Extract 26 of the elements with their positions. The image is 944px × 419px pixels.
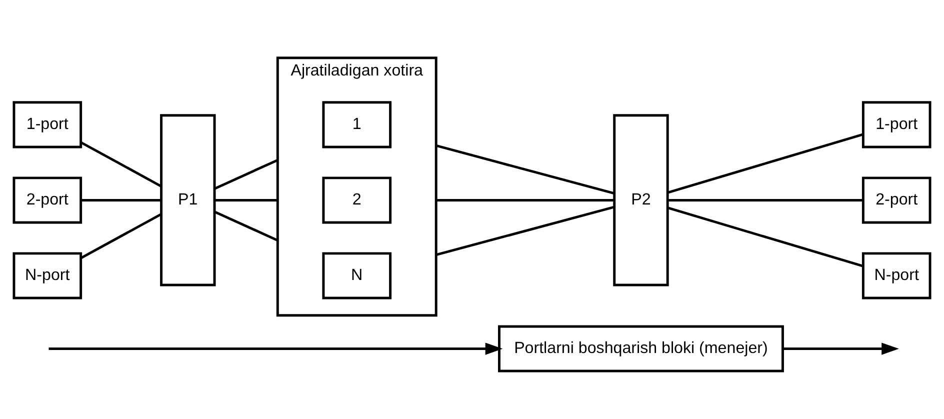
connector xyxy=(668,133,864,194)
connector xyxy=(668,206,864,268)
connector xyxy=(80,213,162,260)
connector xyxy=(668,198,863,202)
connector xyxy=(436,144,614,195)
node-box: N-port xyxy=(12,252,82,300)
node-box: P1 xyxy=(160,114,216,286)
connector xyxy=(214,210,278,242)
arrow xyxy=(48,342,503,355)
connector xyxy=(214,158,278,190)
connector xyxy=(81,198,161,202)
arrow xyxy=(782,342,899,355)
node-box: P2 xyxy=(613,114,669,286)
node-box: 1-port xyxy=(862,101,932,148)
node-box: 2-port xyxy=(12,176,82,224)
node-box: Portlarni boshqarish bloki (menejer) xyxy=(498,325,784,372)
connector xyxy=(214,198,278,202)
node-box: 2 xyxy=(322,176,392,224)
node-box: 1-port xyxy=(12,101,82,148)
node-box: 2-port xyxy=(862,176,932,224)
node-box: N xyxy=(322,252,392,300)
connector xyxy=(80,141,162,188)
node-box: N-port xyxy=(862,252,932,300)
connector xyxy=(436,198,614,202)
node-box: 1 xyxy=(322,101,392,148)
connector xyxy=(436,206,614,256)
